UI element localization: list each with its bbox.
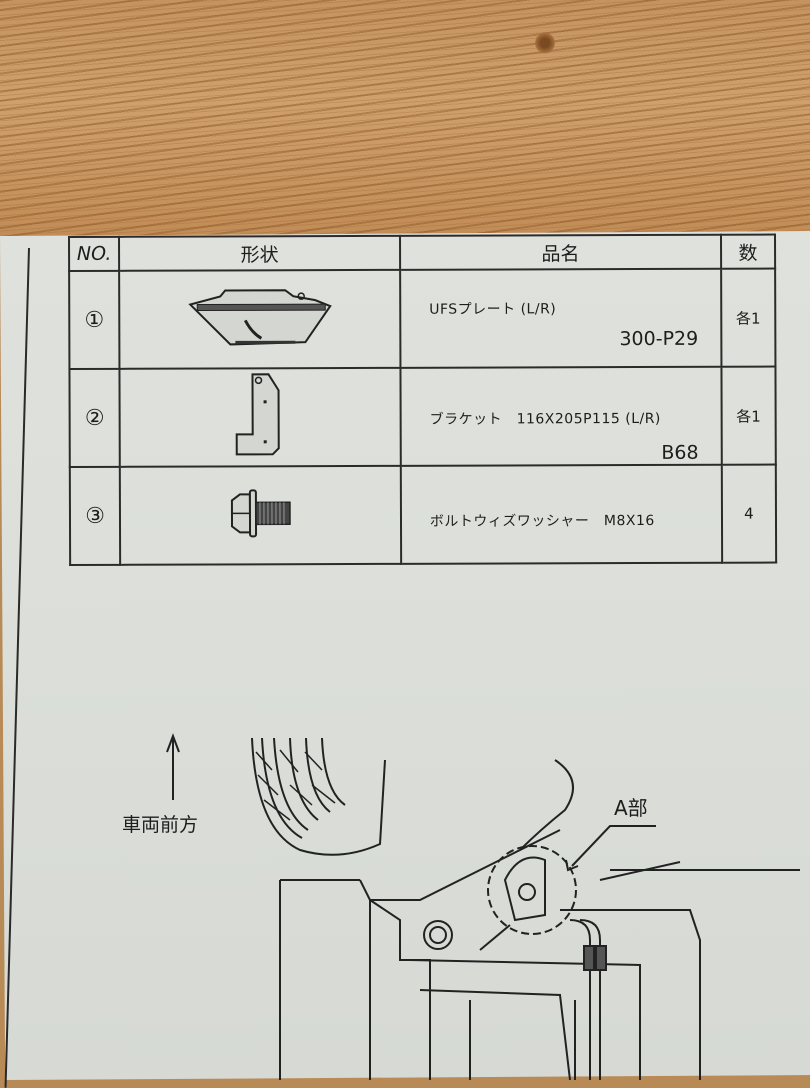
table-row: ② ブラケット 116X205P115 (L/R) B68 各1 [69, 367, 775, 467]
wood-knot [535, 32, 555, 54]
ufs-plate-drawing-icon [185, 282, 335, 353]
quantity: 各1 [721, 367, 776, 465]
header-shape: 形状 [119, 236, 400, 271]
header-no: NO. [69, 237, 119, 271]
name-cell: UFSプレート (L/R) 300-P29 [400, 269, 721, 368]
name-cell: ボルトウィズワッシャー M8X16 [401, 465, 722, 564]
shape-cell [119, 270, 400, 369]
shape-cell [120, 368, 401, 467]
shape-cell [120, 466, 401, 565]
quantity: 各1 [721, 269, 776, 367]
part-name: UFSプレート (L/R) [429, 298, 556, 318]
table-row: ① UFSプレート (L/R) 300-P29 各1 [69, 269, 775, 369]
table-row: ③ ボルトウィズワッシャー M8X16 4 [70, 465, 776, 565]
name-cell: ブラケット 116X205P115 (L/R) B68 [400, 367, 721, 466]
part-name: ボルトウィズワッシャー M8X16 [430, 510, 655, 531]
section-a-callout-label: A部 [614, 792, 648, 821]
part-code: 300-P29 [619, 328, 698, 350]
vehicle-front-label: 車両前方 [122, 810, 198, 837]
up-arrow-icon [167, 736, 179, 800]
table-header-row: NO. 形状 品名 数 [69, 235, 775, 271]
header-qty: 数 [721, 235, 775, 269]
quantity: 4 [722, 465, 777, 563]
wooden-table-background [0, 0, 810, 250]
row-number: ② [69, 369, 119, 467]
part-code: B68 [661, 442, 698, 464]
tire-drawing [252, 738, 385, 855]
row-number: ③ [70, 467, 120, 565]
row-number: ① [69, 271, 119, 369]
bolt-with-washer-drawing-icon [225, 488, 295, 538]
bracket-drawing-icon [230, 370, 290, 460]
vehicle-frame-drawing [280, 760, 800, 1080]
header-name: 品名 [400, 235, 721, 270]
parts-table: NO. 形状 品名 数 ① UFSプレート (L/R) 300-P29 各1 ② [68, 234, 777, 566]
part-name: ブラケット 116X205P115 (L/R) [430, 408, 661, 429]
